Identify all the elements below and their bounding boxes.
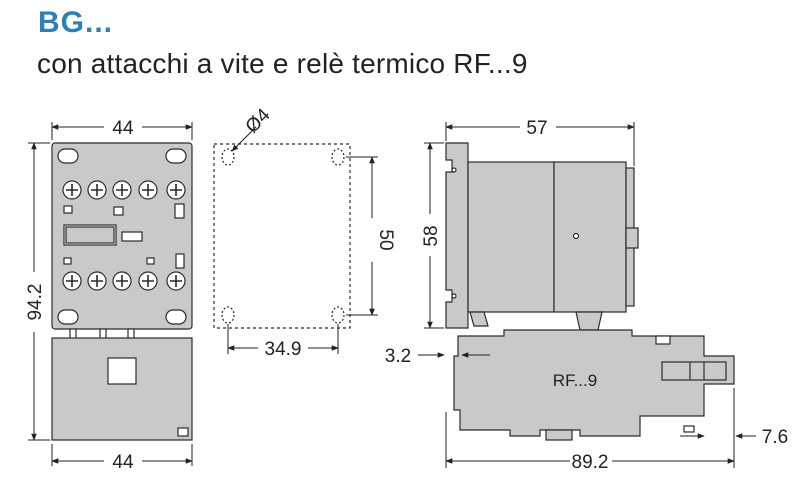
product-subtitle: con attacchi a vite e relè termico RF...… — [37, 48, 528, 79]
front-view — [51, 142, 193, 441]
side-dimensions — [418, 122, 756, 468]
dim-hole-vertical: 50 — [375, 229, 396, 250]
dim-depth: 57 — [526, 118, 547, 139]
dim-hole-horizontal: 34.9 — [265, 339, 302, 360]
relay-label: RF...9 — [553, 371, 597, 390]
side-view — [445, 142, 735, 441]
mounting-template — [213, 143, 351, 329]
dim-width-bottom: 44 — [112, 452, 134, 473]
product-title: BG... — [38, 6, 114, 39]
dim-depth-height: 58 — [421, 225, 442, 246]
dim-total-depth: 89.2 — [572, 452, 609, 473]
dim-height-total: 94.2 — [25, 284, 46, 321]
dim-width-top: 44 — [112, 118, 134, 139]
dim-hole-diameter: Ø4 — [242, 104, 275, 137]
front-dimensions — [28, 122, 193, 466]
template-dimensions — [227, 126, 378, 354]
dim-overhang: 7.6 — [762, 427, 788, 448]
top-terminal-row — [62, 180, 186, 200]
dim-offset-rail: 3.2 — [385, 346, 411, 367]
